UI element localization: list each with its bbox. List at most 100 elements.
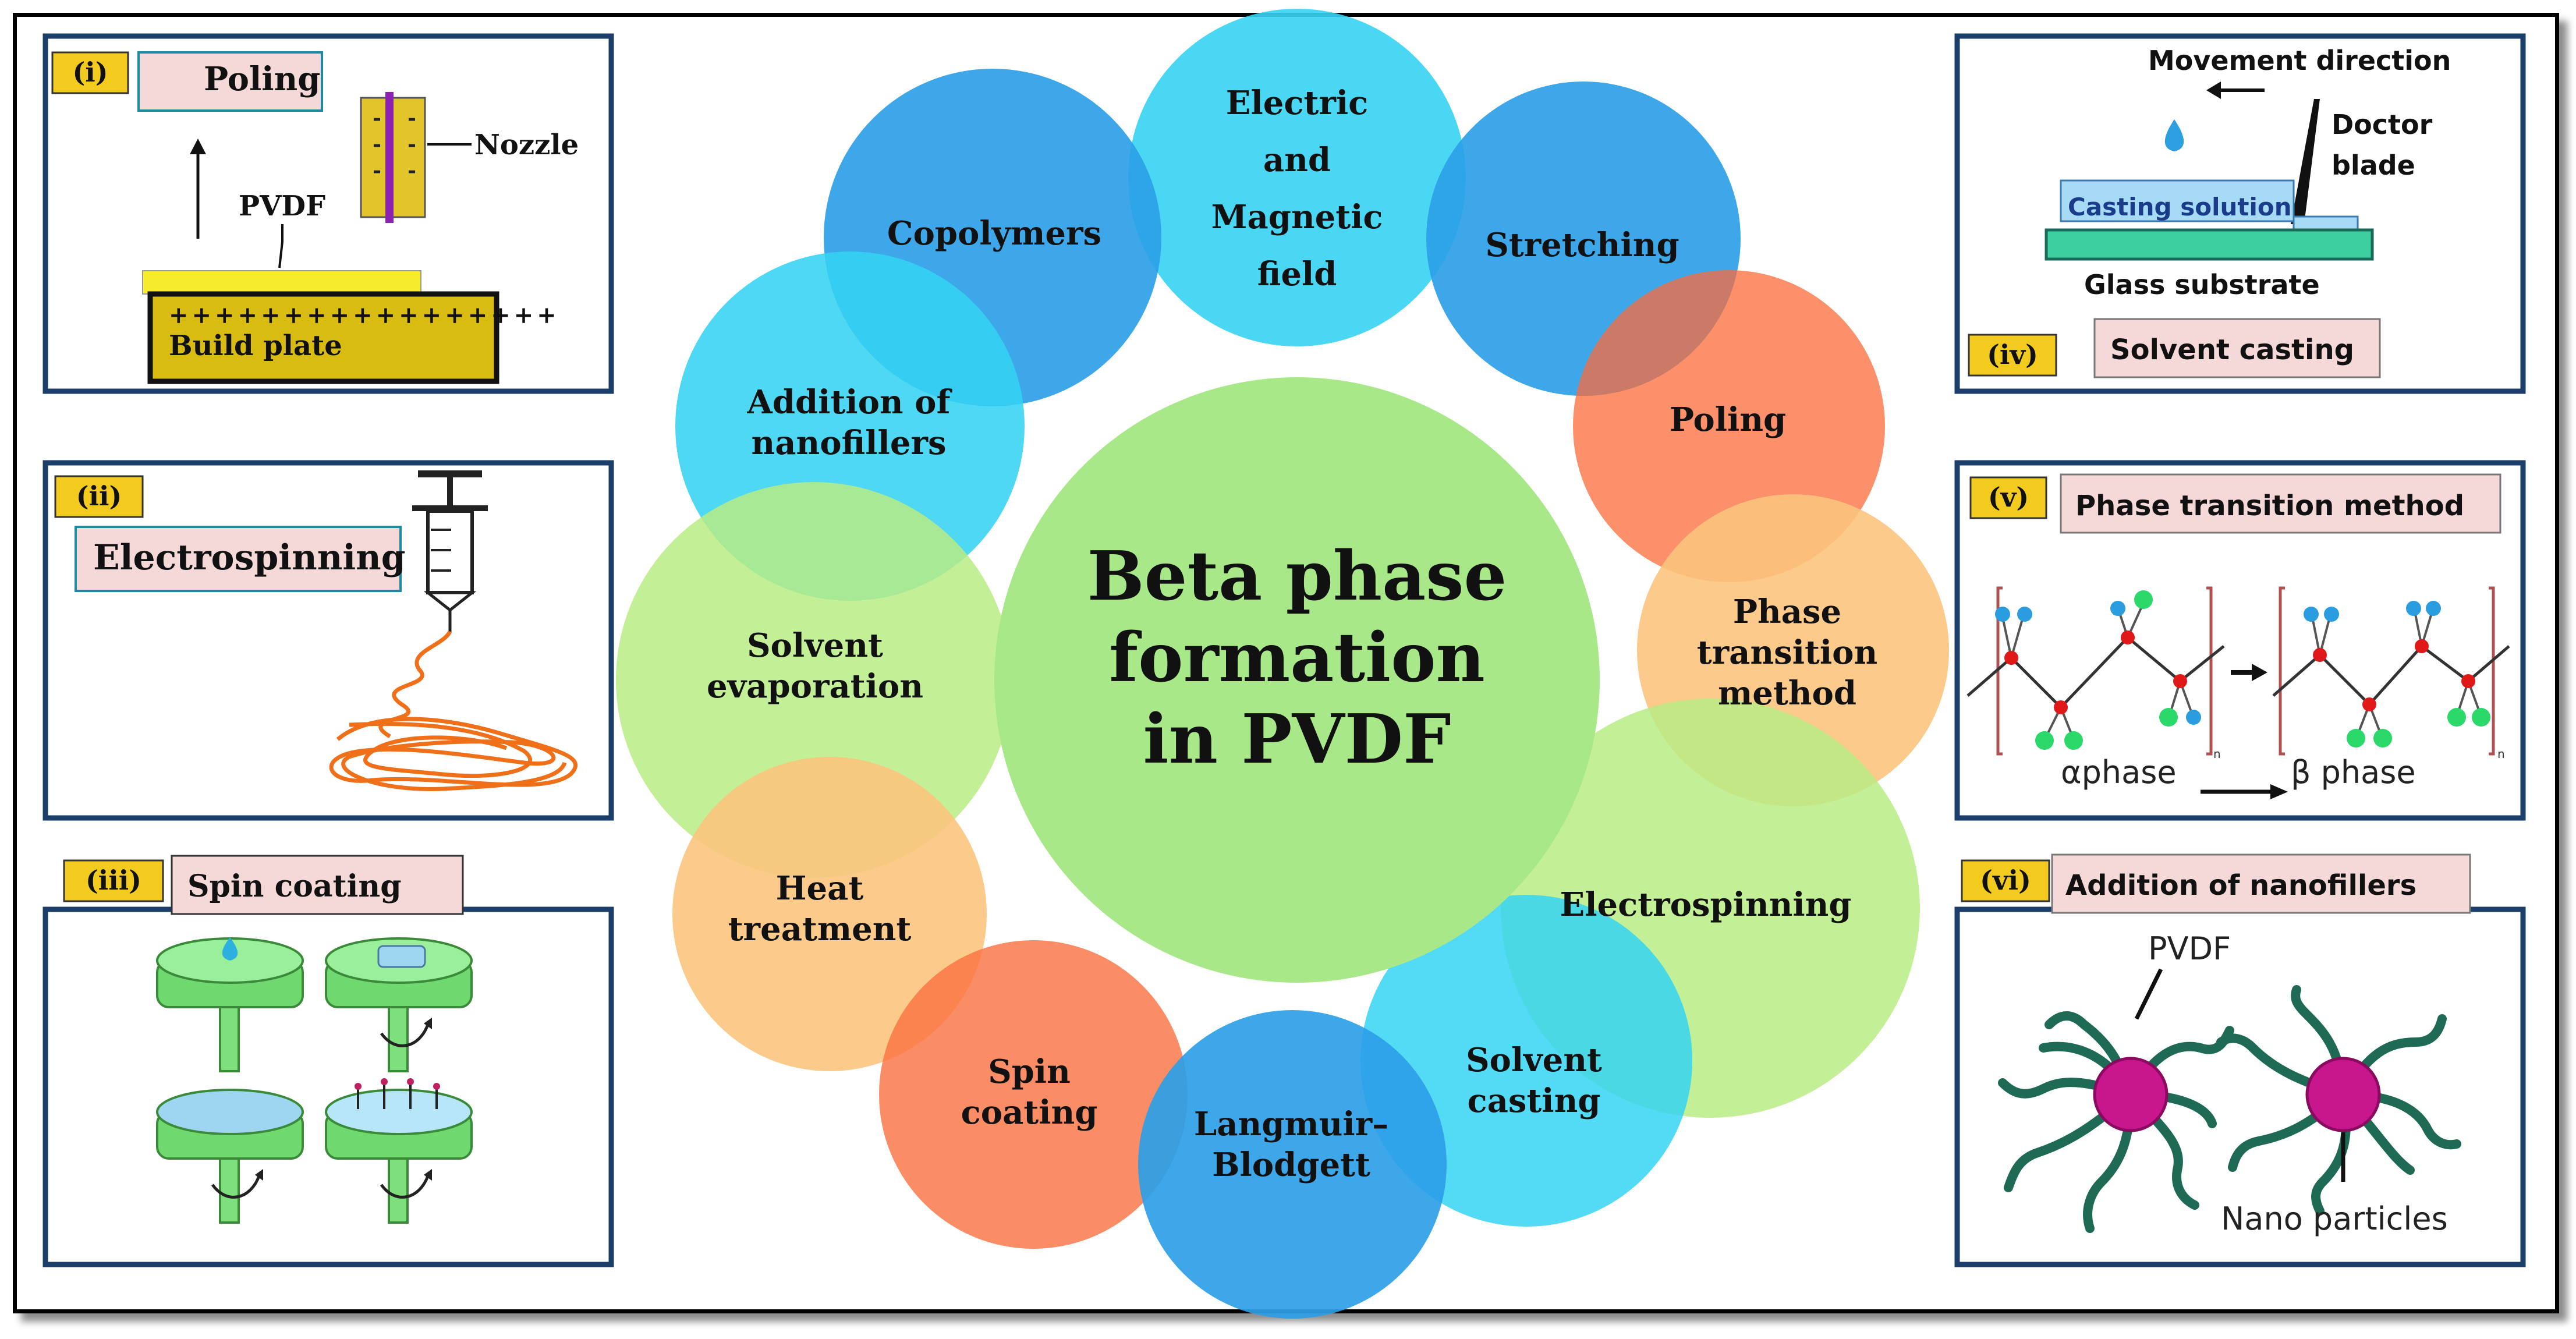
panel-phase-transition-title-box [2060, 473, 2501, 534]
solvent-cast-label-2: casting [1468, 1082, 1601, 1120]
addition-label-2: nanofillers [752, 424, 947, 462]
center-title-line2: formation [1109, 618, 1485, 697]
solvent-cast-label-1: Solvent [1466, 1041, 1602, 1079]
alpha-subscript: n [2213, 747, 2221, 761]
panel-nanofillers-number: (vi) [1980, 865, 2031, 896]
panel-poling: (i) Poling - - - - - - Nozzle PVDF +++++… [42, 33, 614, 394]
circle-labels: Electric and Magnetic field Copolymers S… [707, 84, 1877, 1184]
panel-solvent-casting-number: (iv) [1987, 339, 2038, 370]
center-title: Beta phase formation in PVDF [1087, 537, 1507, 779]
casting-solution-label: Casting solution [2068, 193, 2292, 221]
panel-phase-transition-number: (v) [1988, 481, 2029, 513]
center-title-line3: in PVDF [1143, 700, 1451, 779]
panel-nanofillers-title-box [2051, 853, 2471, 914]
stretching-label: Stretching [1485, 226, 1679, 264]
solvent-evap-label-1: Solvent [747, 626, 883, 665]
nozzle-minus-2: - [408, 106, 416, 130]
solution-drop [2164, 119, 2184, 151]
phase-label-1: Phase [1733, 593, 1841, 631]
pvdf-label: PVDF [239, 190, 325, 222]
phase-label-3: method [1718, 674, 1856, 713]
doctor-label-1: Doctor [2331, 109, 2433, 140]
spin-label-2: coating [961, 1093, 1098, 1132]
panel-solvent-casting-number-box [1968, 334, 2057, 377]
panel-poling-title: Poling [204, 60, 320, 98]
circle-solvent-evaporation [616, 482, 1012, 878]
spinner-3 [156, 1089, 304, 1224]
syringe-plunger-top [418, 470, 482, 477]
panel-solvent-casting: Movement direction Doctor blade Casting … [1954, 33, 2526, 394]
panel-electrospinning-title-box [75, 526, 402, 592]
panel-electrospinning-title: Electrospinning [93, 537, 406, 578]
langmuir-label-1: Langmuir– [1194, 1105, 1388, 1143]
beta-phase-label: β phase [2291, 754, 2416, 791]
panel-solvent-casting-title: Solvent casting [2110, 334, 2354, 366]
heat-label-2: treatment [728, 910, 912, 948]
doctor-blade [2291, 99, 2320, 224]
nozzle-minus-1: - [373, 106, 381, 130]
panel-spin-coating-title: Spin coating [187, 869, 402, 904]
circle-heat-treatment [672, 757, 987, 1071]
bottom-arrow-head [2270, 784, 2288, 799]
glass-substrate [2044, 228, 2374, 261]
syringe-flange [412, 505, 488, 511]
electric-label-1: Electric [1226, 84, 1368, 122]
panel-poling-number: (i) [72, 56, 108, 88]
panel-solvent-casting-title-box [2093, 318, 2381, 378]
nanoparticle-2 [2216, 985, 2461, 1216]
alpha-phase-label: αphase [2061, 754, 2177, 791]
doctor-label-2: blade [2331, 150, 2415, 181]
syringe-tip [423, 591, 477, 612]
panel-nanofillers-number-box [1961, 859, 2050, 902]
casting-solution-layer [2060, 179, 2295, 222]
beta-phase-chain [2272, 586, 2510, 756]
electrospinning-label: Electrospinning [1560, 885, 1852, 924]
movement-direction-label: Movement direction [2148, 45, 2451, 76]
poling-label: Poling [1670, 401, 1786, 439]
circle-electric-field [1128, 9, 1466, 346]
panel-spin-coating-number-box [63, 859, 164, 902]
pvdf-chain-label: PVDF [2148, 930, 2231, 967]
langmuir-label-2: Blodgett [1212, 1146, 1370, 1184]
panel-phase-transition-number-box [1969, 476, 2047, 519]
nano-particles-label: Nano particles [2221, 1200, 2448, 1237]
glass-substrate-label: Glass substrate [2084, 269, 2320, 300]
build-plate [147, 291, 499, 384]
pvdf-chain-leader [2134, 968, 2163, 1020]
panel-phase-transition: (v) Phase transition method [1954, 460, 2526, 821]
heat-label-1: Heat [776, 869, 864, 908]
panel-electrospinning-number: (ii) [76, 480, 122, 512]
panel-nanofillers: (vi) Addition of nanofillers PVDF [1954, 853, 2526, 1267]
panel-spin-coating-title-box [171, 855, 464, 915]
panel-nanofillers-title: Addition of nanofillers [2065, 869, 2416, 902]
electric-label-2: and [1263, 141, 1331, 179]
addition-label-1: Addition of [746, 383, 952, 421]
panel-electrospinning-border [42, 460, 614, 821]
spinner-4 [325, 1078, 473, 1224]
center-circle [994, 377, 1600, 983]
up-arrow-head [190, 139, 206, 154]
spinner-1 [156, 937, 304, 1072]
beta-subscript: n [2497, 747, 2505, 761]
circle-langmuir-blodgett [1138, 1010, 1447, 1319]
panel-poling-number-box [51, 51, 129, 94]
panel-spin-coating-number: (iii) [86, 865, 141, 896]
circle-spin-coating [879, 940, 1188, 1249]
panel-electrospinning: (ii) Electrospinning [42, 460, 614, 821]
alpha-phase-chain [1966, 586, 2225, 756]
panel-electrospinning-number-box [54, 475, 144, 518]
nozzle-label: Nozzle [474, 129, 579, 161]
pvdf-film [142, 270, 421, 295]
syringe-plunger-rod [447, 476, 453, 505]
transition-arrow-head [2252, 664, 2267, 681]
nozzle-minus-6: - [408, 158, 416, 183]
phase-label-2: transition [1697, 633, 1877, 672]
movement-arrow-head [2206, 82, 2221, 99]
nozzle-needle [385, 92, 394, 223]
pvdf-leader [278, 224, 284, 268]
nozzle-minus-4: - [408, 132, 416, 157]
build-plate-charges: +++++++++++++++++ [169, 302, 560, 329]
build-plate-label: Build plate [169, 330, 342, 362]
center-title-line1: Beta phase [1087, 537, 1507, 616]
